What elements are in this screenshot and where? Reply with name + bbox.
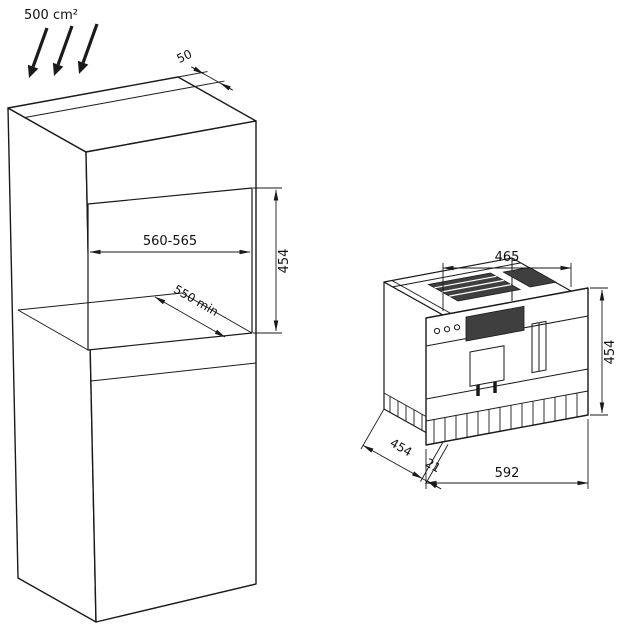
niche-opening — [87, 187, 253, 351]
appliance-front-width-dimension: 592 — [495, 466, 520, 481]
appliance-top-vent-block — [427, 272, 522, 302]
appliance-height-dimension: 454 — [603, 340, 618, 365]
handle — [531, 320, 547, 374]
dim-niche-width: 560-565 — [89, 234, 251, 255]
vent-arrows — [27, 23, 99, 78]
niche-height-dimension: 454 — [277, 249, 292, 274]
coffee-spout — [469, 345, 505, 396]
drip-grate — [425, 390, 589, 444]
cabinet-door-line — [90, 362, 257, 382]
cabinet-drawing: 500 cm² 50 560-565 454 550 min — [7, 8, 292, 623]
display-panel — [465, 305, 525, 342]
appliance-top-vent-slits — [434, 275, 512, 297]
appliance-top-width-dimension: 465 — [495, 250, 520, 265]
dim-vent-gap: 50 — [174, 47, 233, 91]
shelf-line — [425, 368, 589, 400]
niche-width-dimension: 560-565 — [143, 234, 197, 249]
dim-niche-height: 454 — [253, 187, 292, 334]
vent-area-label: 500 cm² — [24, 8, 78, 23]
appliance-depth-dimension: 454 — [388, 436, 415, 460]
appliance-drawing: 465 454 592 454 21 — [360, 250, 618, 490]
vent-gap-dimension: 50 — [174, 47, 194, 66]
control-buttons — [433, 324, 461, 335]
dim-appliance-top-width: 465 — [442, 250, 572, 311]
dim-appliance-height: 454 — [590, 287, 618, 416]
vent-gap-strip-line — [24, 86, 196, 118]
appliance-protrusion-dimension: 21 — [423, 456, 443, 476]
cabinet-side-face — [7, 107, 97, 623]
